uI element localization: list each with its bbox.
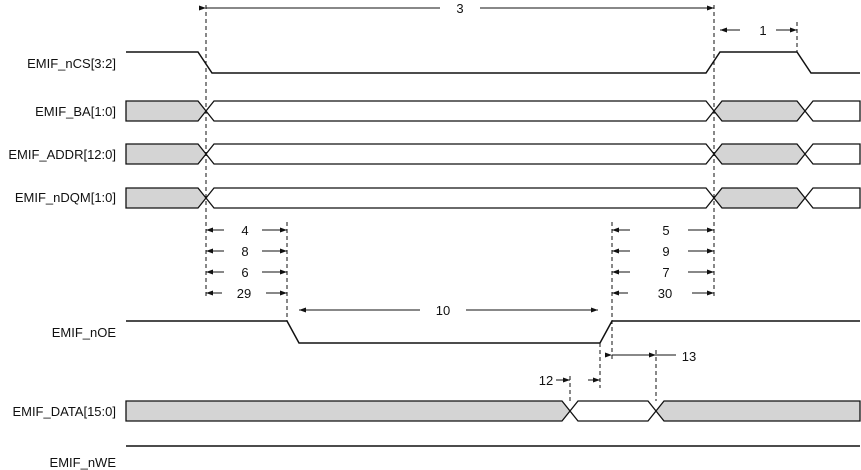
ndqm-bus — [125, 187, 861, 209]
signal-label-addr: EMIF_ADDR[12:0] — [8, 147, 116, 162]
param-8-label: 8 — [241, 244, 248, 259]
param-12-label: 12 — [539, 373, 553, 388]
ncs-waveform — [126, 51, 860, 74]
data-bus — [125, 400, 861, 422]
signal-label-ndqm: EMIF_nDQM[1:0] — [15, 190, 116, 205]
signal-label-nwe: EMIF_nWE — [50, 455, 117, 470]
addr-bus — [125, 143, 861, 165]
signal-label-data: EMIF_DATA[15:0] — [12, 404, 116, 419]
param-13-label: 13 — [682, 349, 696, 364]
param-29-label: 29 — [237, 286, 251, 301]
signal-label-ba: EMIF_BA[1:0] — [35, 104, 116, 119]
param-1-label: 1 — [759, 23, 766, 38]
param-3-label: 3 — [456, 1, 463, 16]
param-9-label: 9 — [662, 244, 669, 259]
param-6-label: 6 — [241, 265, 248, 280]
param-7-label: 7 — [662, 265, 669, 280]
param-10-label: 10 — [436, 303, 450, 318]
param-30-label: 30 — [658, 286, 672, 301]
noe-waveform — [126, 320, 860, 344]
signal-label-noe: EMIF_nOE — [52, 325, 117, 340]
signal-label-ncs: EMIF_nCS[3:2] — [27, 56, 116, 71]
param-4-label: 4 — [241, 223, 248, 238]
ba-bus — [125, 100, 861, 122]
param-5-label: 5 — [662, 223, 669, 238]
